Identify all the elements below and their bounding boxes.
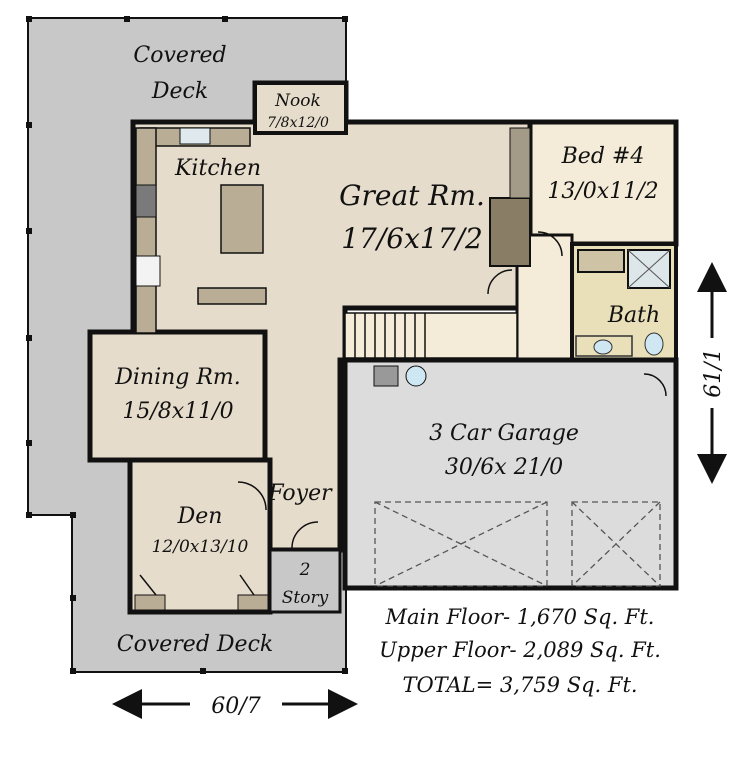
deck-posts	[26, 16, 348, 674]
bed4-label: Bed #4	[561, 144, 645, 169]
kitchen-label: Kitchen	[174, 156, 261, 181]
staircase	[344, 312, 518, 359]
sink-icon	[593, 339, 613, 355]
bath-label: Bath	[607, 303, 660, 328]
dining-dims: 15/8x11/0	[122, 399, 233, 424]
garage-doors	[374, 501, 661, 587]
two-story-label-1: 2	[299, 560, 311, 580]
closet-bath	[577, 249, 625, 273]
toilet-icon	[644, 332, 664, 356]
two-story-area	[268, 548, 342, 614]
foyer-label: Foyer	[267, 481, 333, 506]
width-dimension-label: 60/7	[211, 694, 260, 719]
range	[135, 184, 157, 218]
garage-label: 3 Car Garage	[429, 421, 579, 446]
upper-floor-total: Upper Floor- 2,089 Sq. Ft.	[379, 638, 661, 662]
covered-deck-top-label-1: Covered	[133, 43, 226, 68]
den-room	[127, 457, 273, 615]
tank-icon	[405, 365, 427, 387]
two-story-label-2: Story	[282, 588, 329, 608]
fridge	[135, 255, 161, 287]
nook-room	[253, 81, 348, 135]
nook-dims: 7/8x12/0	[267, 115, 329, 131]
garage-dims: 30/6x 21/0	[445, 455, 563, 480]
bed4-room	[527, 119, 679, 247]
bed4-dims: 13/0x11/2	[547, 179, 658, 204]
door-swings	[139, 231, 667, 596]
depth-dimension-label: 61/1	[701, 348, 726, 397]
main-floor-total: Main Floor- 1,670 Sq. Ft.	[385, 605, 655, 629]
fireplace	[489, 197, 531, 267]
water-heater	[373, 365, 399, 387]
sink-kitchen	[179, 127, 211, 145]
covered-deck-top-label-2: Deck	[151, 79, 208, 104]
grand-total: TOTAL= 3,759 Sq. Ft.	[402, 673, 637, 697]
den-dims: 12/0x13/10	[152, 537, 249, 557]
great-room-label: Great Rm.	[339, 179, 485, 212]
nook-label: Nook	[274, 91, 321, 111]
dining-label: Dining Rm.	[114, 365, 241, 390]
great-room-dims: 17/6x17/2	[341, 222, 483, 255]
den-label: Den	[177, 504, 223, 529]
garage-room	[342, 357, 679, 591]
covered-deck-bottom-label: Covered Deck	[117, 632, 273, 657]
dining-room	[87, 329, 268, 463]
